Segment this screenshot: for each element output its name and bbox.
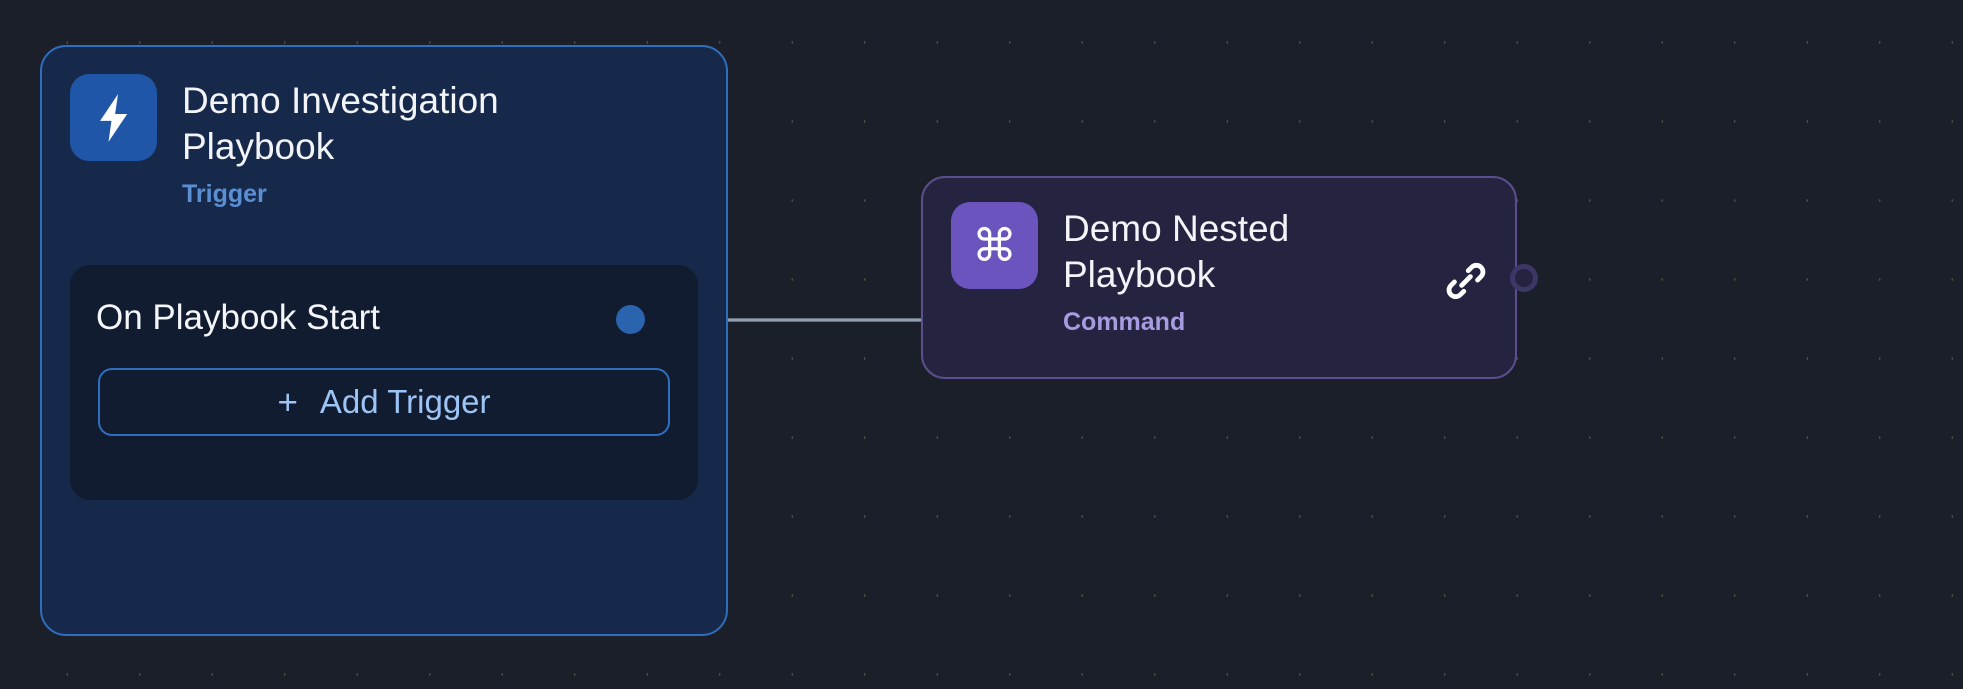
command-node-heading-group: Demo Nested Playbook Command bbox=[1063, 202, 1403, 337]
trigger-row-label: On Playbook Start bbox=[96, 298, 381, 337]
trigger-node-header: Demo Investigation Playbook Trigger bbox=[42, 47, 726, 209]
plus-icon: + bbox=[277, 382, 298, 422]
link-chain-icon[interactable] bbox=[1443, 258, 1489, 304]
node-command-demo-nested-playbook[interactable]: ⌘ Demo Nested Playbook Command bbox=[921, 176, 1517, 379]
node-trigger-demo-investigation-playbook[interactable]: Demo Investigation Playbook Trigger On P… bbox=[40, 45, 728, 636]
command-key-icon: ⌘ bbox=[951, 202, 1038, 289]
trigger-row-on-playbook-start[interactable]: On Playbook Start bbox=[70, 265, 698, 371]
lightning-bolt-icon bbox=[70, 74, 157, 161]
command-node-subtitle: Command bbox=[1063, 308, 1186, 336]
trigger-inner-card: On Playbook Start + Add Trigger bbox=[70, 265, 698, 500]
command-node-header: ⌘ Demo Nested Playbook Command bbox=[923, 178, 1515, 337]
add-trigger-button[interactable]: + Add Trigger bbox=[98, 368, 670, 436]
add-trigger-button-label: Add Trigger bbox=[319, 383, 491, 420]
command-node-title: Demo Nested Playbook bbox=[1063, 208, 1290, 295]
command-node-target-handle[interactable] bbox=[1510, 264, 1538, 292]
trigger-node-heading-group: Demo Investigation Playbook Trigger bbox=[182, 74, 542, 209]
command-key-glyph: ⌘ bbox=[972, 220, 1017, 271]
trigger-output-handle[interactable] bbox=[616, 305, 645, 334]
trigger-node-title: Demo Investigation Playbook bbox=[182, 80, 499, 167]
trigger-node-subtitle: Trigger bbox=[182, 180, 267, 208]
